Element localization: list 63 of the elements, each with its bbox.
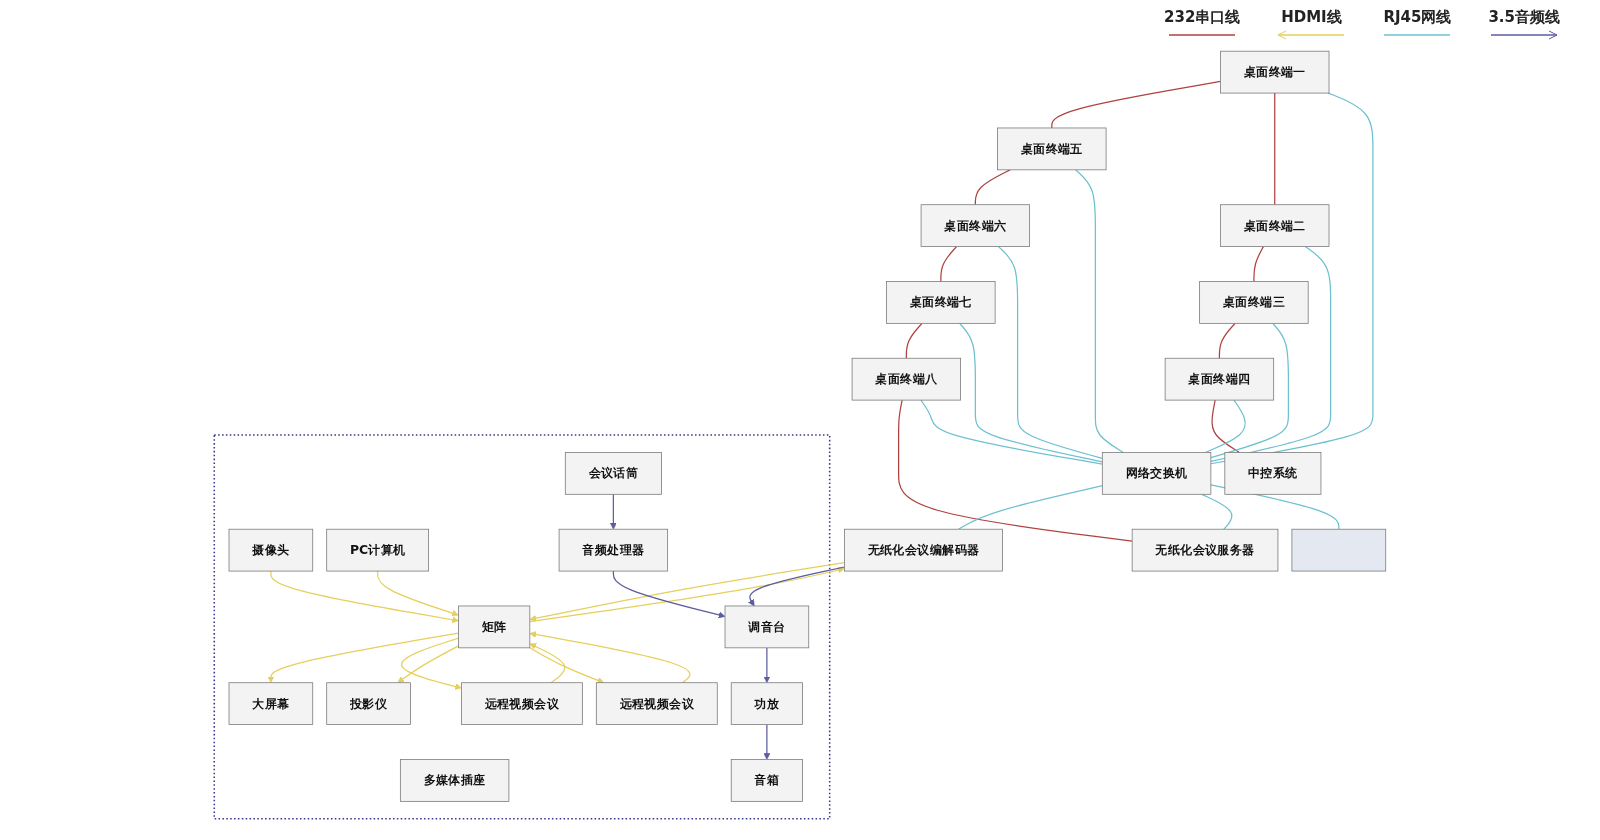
connector — [1218, 322, 1236, 359]
arrow — [377, 570, 459, 617]
connector — [1211, 399, 1241, 454]
node-box: 矩阵 — [458, 605, 531, 649]
arrow — [609, 493, 617, 530]
node-box: 桌面终端八 — [851, 357, 961, 401]
legend-label: RJ45网线 — [1383, 8, 1452, 27]
arrow — [529, 631, 691, 684]
node-box: 无纸化会议服务器 — [1131, 528, 1279, 572]
arrow — [270, 570, 459, 624]
node-box: 桌面终端七 — [886, 281, 996, 324]
connector — [1201, 493, 1233, 530]
connector — [940, 245, 958, 283]
connector — [1253, 245, 1264, 283]
arrow — [267, 632, 460, 684]
node-box: 桌面终端二 — [1220, 204, 1330, 247]
node-box: 远程视频会议 — [595, 682, 718, 725]
connector — [1051, 80, 1222, 129]
connector — [920, 399, 1103, 465]
arrow — [763, 723, 771, 760]
node-box — [1291, 528, 1387, 572]
connector — [1210, 92, 1374, 465]
node-box: 桌面终端一 — [1220, 50, 1330, 94]
connector — [959, 322, 1103, 463]
node-box: 桌面终端四 — [1164, 357, 1275, 401]
connector — [1204, 399, 1246, 454]
connector — [1210, 245, 1332, 463]
connector — [905, 322, 923, 359]
node-box: 中控系统 — [1224, 452, 1322, 495]
node-box: PC计算机 — [326, 528, 429, 572]
connector — [974, 169, 1011, 206]
node-box: 多媒体插座 — [399, 759, 510, 802]
connector — [1210, 322, 1289, 459]
arrow — [400, 637, 462, 690]
cluster — [213, 434, 831, 820]
arrow — [529, 647, 605, 684]
node-box: 桌面终端三 — [1199, 281, 1309, 324]
node-box: 摄像头 — [228, 528, 314, 572]
node-box: 大屏幕 — [228, 682, 314, 725]
legend-label: 232串口线 — [1164, 8, 1241, 27]
connector — [997, 245, 1103, 459]
node-box: 调音台 — [724, 605, 810, 649]
node-box: 桌面终端六 — [920, 204, 1030, 247]
node-box: 桌面终端五 — [997, 127, 1107, 171]
node-box: 网络交换机 — [1101, 452, 1212, 495]
arrow — [612, 570, 726, 619]
node-box: 功放 — [730, 682, 803, 725]
arrow — [748, 566, 846, 607]
connector — [1074, 169, 1124, 454]
node-box: 会议话筒 — [564, 452, 662, 495]
node-box: 音频处理器 — [558, 528, 669, 572]
connector — [957, 485, 1103, 530]
connector — [897, 399, 1133, 542]
arrow — [397, 645, 460, 684]
legend-label: 3.5音频线 — [1488, 8, 1560, 27]
node-box: 投影仪 — [326, 682, 411, 725]
node-box: 无纸化会议编解码器 — [844, 528, 1003, 572]
node-box: 音箱 — [730, 759, 803, 802]
arrow — [763, 647, 771, 684]
arrow — [529, 643, 566, 684]
legend-label: HDMI线 — [1281, 8, 1342, 27]
connector — [1274, 92, 1276, 206]
node-box: 远程视频会议 — [461, 682, 583, 725]
